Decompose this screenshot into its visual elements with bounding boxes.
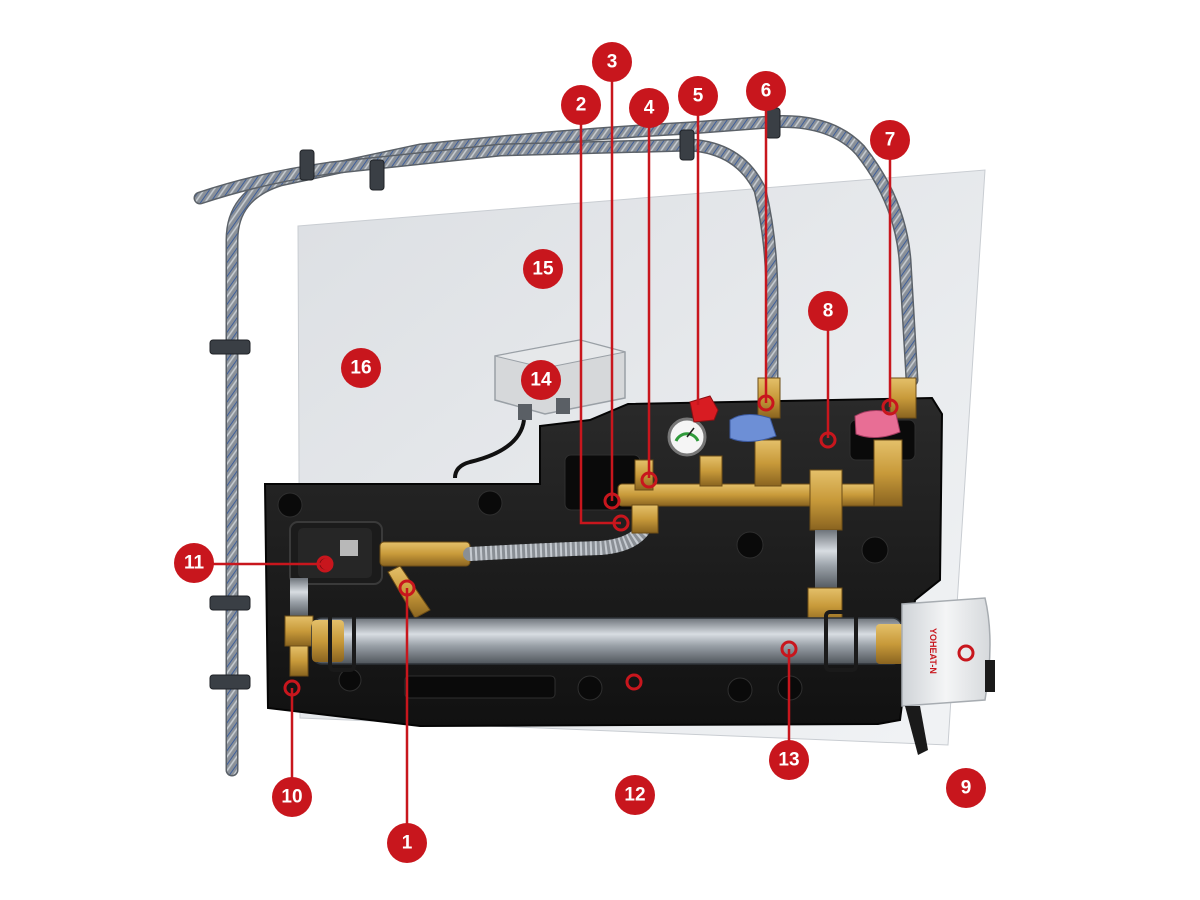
target-2 [612, 514, 630, 532]
callout-markers: 1 2 3 4 5 6 7 8 9 10 11 12 13 14 15 16 [174, 42, 986, 863]
callout-targets [283, 394, 975, 697]
svg-text:14: 14 [530, 370, 552, 391]
callout-1: 1 [387, 823, 427, 863]
target-12 [625, 673, 643, 691]
svg-text:5: 5 [693, 86, 704, 107]
svg-text:4: 4 [644, 98, 655, 119]
target-7 [881, 398, 899, 416]
svg-text:3: 3 [607, 52, 618, 73]
svg-text:8: 8 [823, 301, 834, 322]
ball-valve-red [854, 410, 901, 438]
callout-16: 16 [341, 348, 381, 388]
svg-text:11: 11 [184, 553, 205, 574]
callout-6: 6 [746, 71, 786, 111]
svg-text:2: 2 [576, 95, 587, 116]
callout-15: 15 [523, 249, 563, 289]
callout-13: 13 [769, 740, 809, 780]
target-8 [819, 431, 837, 449]
brass-manifold [617, 377, 917, 534]
callout-7: 7 [870, 120, 910, 160]
hose-clamps [209, 107, 781, 690]
callout-14: 14 [521, 360, 561, 400]
y-fitting [379, 541, 471, 619]
svg-text:6: 6 [761, 81, 772, 102]
callout-10: 10 [272, 777, 312, 817]
svg-text:1: 1 [402, 833, 413, 854]
svg-text:9: 9 [961, 778, 972, 799]
ball-valve-blue [729, 414, 777, 442]
callout-9: 9 [946, 768, 986, 808]
junction-box [453, 339, 626, 479]
target-6 [757, 394, 775, 412]
target-4 [640, 471, 658, 489]
target-3 [603, 492, 621, 510]
electric-heater: YOHEAT-N [901, 597, 995, 755]
pressure-gauge [667, 417, 707, 457]
braided-hoses [193, 115, 919, 777]
leader-lines [194, 62, 892, 842]
circulation-pump [289, 521, 383, 585]
callout-12: 12 [615, 775, 655, 815]
callout-5: 5 [678, 76, 718, 116]
callout-4: 4 [629, 88, 669, 128]
callout-2: 2 [561, 85, 601, 125]
svg-text:15: 15 [532, 259, 554, 280]
callout-3: 3 [592, 42, 632, 82]
callout-8: 8 [808, 291, 848, 331]
svg-text:16: 16 [350, 358, 371, 379]
target-11 [316, 555, 334, 573]
target-13 [780, 640, 798, 658]
heater-brand-label: YOHEAT-N [928, 628, 938, 674]
svg-text:13: 13 [778, 750, 799, 771]
heater-tube [311, 610, 904, 672]
target-1 [398, 579, 416, 597]
target-10 [283, 679, 301, 697]
svg-text:10: 10 [281, 787, 302, 808]
left-connection [284, 578, 314, 677]
svg-text:12: 12 [624, 785, 645, 806]
callout-11: 11 [174, 543, 214, 583]
target-9 [957, 644, 975, 662]
svg-text:7: 7 [885, 130, 896, 151]
